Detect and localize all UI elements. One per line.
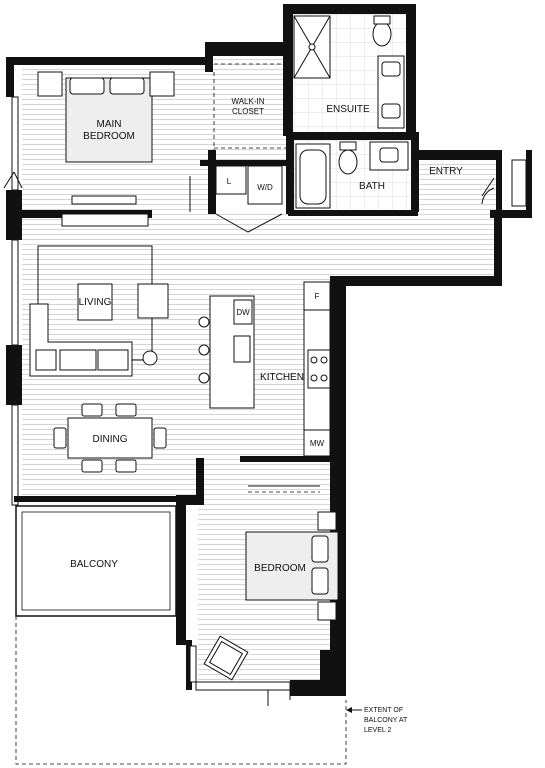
entry-label: ENTRY: [429, 166, 463, 177]
living-label: LIVING: [79, 297, 112, 308]
dining-room: DINING: [53, 403, 167, 473]
note-line-1: EXTENT OF: [364, 707, 403, 714]
entry: ENTRY: [429, 166, 495, 205]
chair: [115, 403, 137, 417]
living-room: LIVING: [29, 245, 169, 377]
walk-in-closet-label-1: WALK-IN: [231, 97, 264, 106]
walk-in-closet: WALK-IN CLOSET: [213, 63, 286, 150]
chair: [115, 459, 137, 473]
armchair: [203, 635, 249, 681]
dining-label: DINING: [93, 434, 128, 445]
balcony-label: BALCONY: [70, 559, 118, 570]
balcony-extent-note: EXTENT OF BALCONY AT LEVEL 2: [346, 707, 408, 734]
main-bedroom: MAIN BEDROOM: [3, 71, 175, 227]
door-swing-icon: [481, 177, 495, 205]
laundry-area: L W/D: [189, 165, 283, 233]
nightstand: [317, 511, 337, 531]
kitchen: DW F MW KITCHEN: [198, 281, 331, 457]
walk-in-closet-label-2: CLOSET: [232, 107, 264, 116]
sink-icon: [381, 103, 401, 119]
pillow-icon: [311, 567, 329, 595]
ensuite-label: ENSUITE: [326, 104, 370, 115]
toilet-icon: [338, 149, 358, 175]
chair: [81, 403, 103, 417]
note-line-3: LEVEL 2: [364, 727, 391, 734]
bedroom-label: BEDROOM: [254, 563, 306, 574]
bath-label: BATH: [359, 181, 385, 192]
microwave: [303, 429, 331, 457]
nightstand: [149, 71, 175, 97]
side-table: [142, 350, 158, 366]
sink-icon: [381, 61, 401, 77]
main-bedroom-label-1: MAIN: [97, 119, 122, 130]
stool: [198, 344, 210, 356]
bath: BATH: [295, 141, 409, 209]
balcony: BALCONY: [15, 505, 347, 765]
armchair: [137, 283, 169, 319]
dishwasher: [233, 299, 253, 325]
door-swing-icon: [3, 171, 23, 189]
pillow-icon: [311, 535, 329, 563]
dining-table: [67, 417, 153, 459]
kitchen-label: KITCHEN: [260, 372, 304, 383]
cooktop: [307, 349, 331, 389]
main-bedroom-label-2: BEDROOM: [83, 131, 135, 142]
bifold-door-icon: [215, 213, 283, 233]
toilet-icon: [372, 21, 392, 47]
pillow-icon: [109, 77, 145, 95]
chair: [81, 459, 103, 473]
microwave-label: MW: [310, 439, 325, 448]
fridge-label: F: [315, 292, 320, 301]
dresser: [61, 213, 149, 227]
chair: [53, 427, 67, 449]
tv-console: [71, 195, 137, 205]
island-sink: [233, 335, 251, 363]
sink-icon: [379, 147, 399, 163]
bedroom: BEDROOM: [189, 485, 339, 706]
stool: [198, 372, 210, 384]
balcony-extent-line: [15, 616, 347, 765]
dishwasher-label: DW: [236, 308, 250, 317]
door-swing-icon: [267, 690, 291, 706]
nightstand: [37, 71, 63, 97]
laundry-label: L: [227, 177, 232, 186]
chair: [153, 427, 167, 449]
stool: [198, 316, 210, 328]
coffee-table: [77, 283, 113, 321]
washer-dryer-label: W/D: [257, 183, 273, 192]
pillow-icon: [69, 77, 105, 95]
ensuite: ENSUITE: [293, 15, 405, 129]
note-line-2: BALCONY AT: [364, 717, 408, 724]
nightstand: [317, 601, 337, 621]
